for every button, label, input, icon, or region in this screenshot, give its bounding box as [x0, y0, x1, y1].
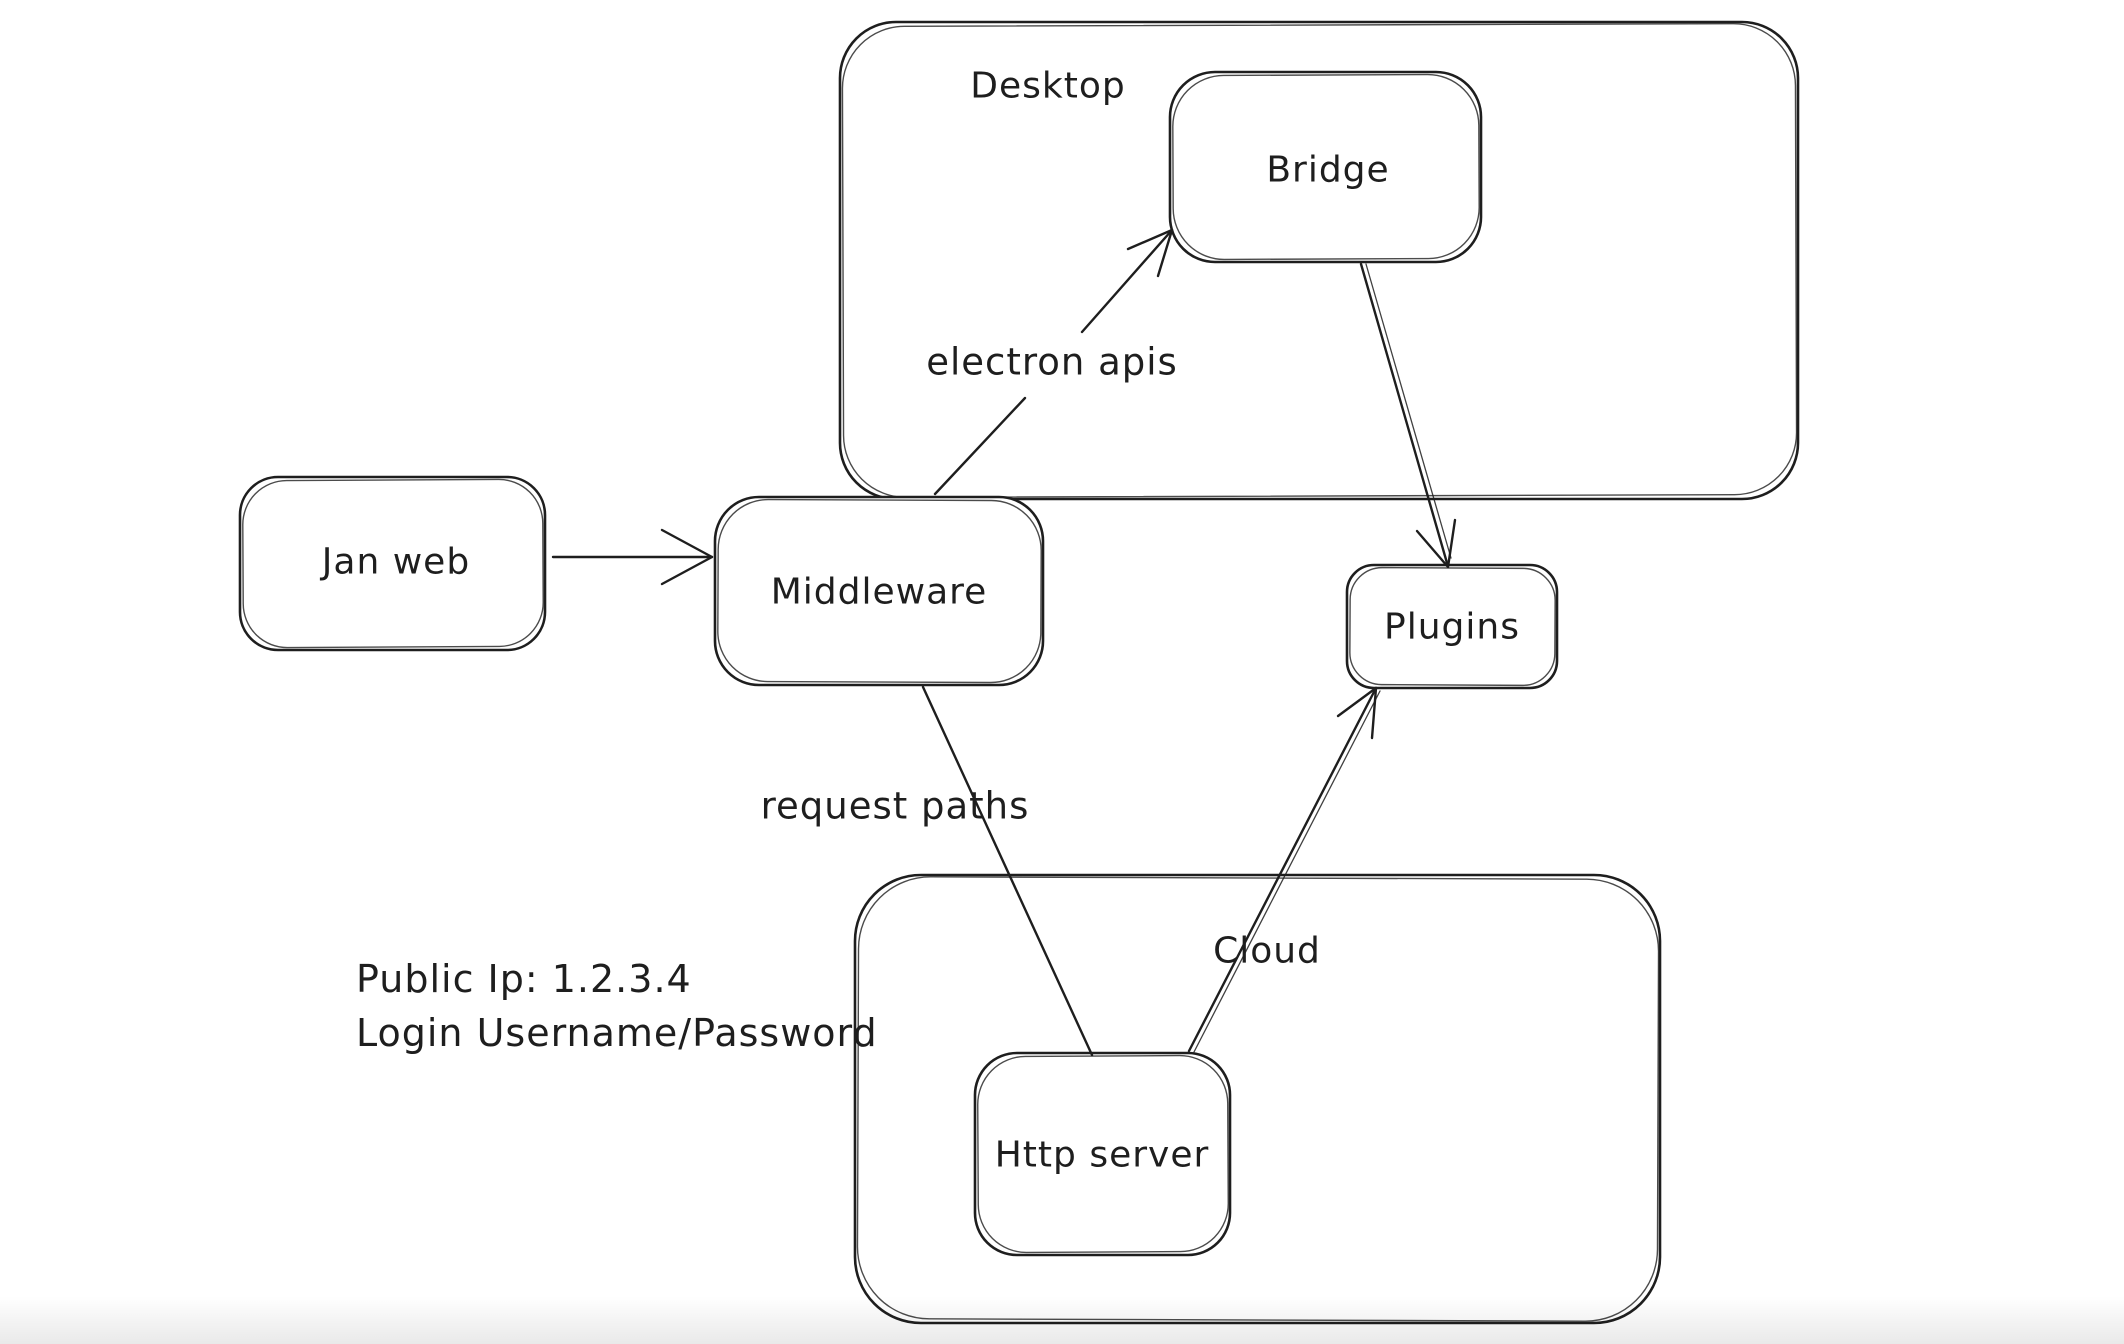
annotation-block[interactable]: Public Ip: 1.2.3.4 Login Username/Passwo… — [356, 952, 878, 1060]
http-server-outline[interactable] — [973, 1051, 1232, 1257]
cloud-container-outline-sketch — [856, 876, 1660, 1322]
edge-request-paths-line[interactable] — [921, 685, 1094, 1057]
arrowhead-into-plugins-bottom — [1336, 686, 1378, 740]
electron-apis-edge-label[interactable]: electron apis — [926, 340, 1178, 384]
edge-jan-web-to-middleware[interactable] — [551, 528, 714, 586]
edge-middleware-to-bridge[interactable] — [933, 228, 1174, 496]
cloud-container-label[interactable]: Cloud — [1213, 930, 1321, 972]
plugins-outline-sketch — [1349, 566, 1556, 687]
cloud-container-outline[interactable] — [853, 873, 1662, 1325]
node-plugins[interactable] — [1345, 563, 1559, 690]
middleware-outline[interactable] — [713, 495, 1045, 687]
edge-middleware-to-http-server[interactable] — [921, 685, 1094, 1057]
middleware-outline-sketch — [717, 498, 1042, 684]
arrowhead-into-plugins-top — [1415, 518, 1457, 569]
request-paths-edge-label[interactable]: request paths — [760, 784, 1030, 828]
annotation-public-ip[interactable]: Public Ip: 1.2.3.4 — [356, 957, 692, 1001]
jan-web-outline[interactable] — [238, 475, 547, 652]
edge-bridge-plugins-line-sketch — [1365, 263, 1452, 559]
jan-web-node-label[interactable]: Jan web — [321, 541, 471, 583]
node-http-server[interactable] — [973, 1051, 1232, 1257]
http-server-outline-sketch — [977, 1054, 1229, 1254]
middleware-node-label[interactable]: Middleware — [770, 571, 988, 613]
node-bridge[interactable] — [1168, 70, 1483, 264]
desktop-container-outline-sketch — [841, 22, 1798, 498]
container-desktop[interactable] — [838, 20, 1800, 501]
bridge-node-label[interactable]: Bridge — [1266, 149, 1390, 191]
jan-web-outline-sketch — [242, 478, 544, 649]
edge-electron-apis-segment-lower[interactable] — [933, 396, 1027, 496]
node-middleware[interactable] — [713, 495, 1045, 687]
desktop-container-label[interactable]: Desktop — [970, 65, 1126, 107]
arrowhead-into-bridge — [1126, 228, 1174, 278]
container-cloud[interactable] — [853, 873, 1662, 1325]
plugins-outline[interactable] — [1345, 563, 1559, 690]
edge-bridge-plugins-line[interactable] — [1359, 262, 1449, 565]
http-server-node-label[interactable]: Http server — [994, 1134, 1210, 1176]
node-jan-web[interactable] — [238, 475, 547, 652]
edge-http-plugins-line-sketch — [1193, 690, 1381, 1053]
edge-electron-apis-segment-upper[interactable] — [1080, 228, 1174, 334]
desktop-container-outline[interactable] — [838, 20, 1800, 501]
arrowhead-into-middleware — [660, 528, 714, 586]
bridge-outline[interactable] — [1168, 70, 1483, 264]
edge-http-plugins-line[interactable] — [1187, 686, 1378, 1053]
edge-http-server-to-plugins[interactable] — [1187, 686, 1381, 1053]
annotation-login[interactable]: Login Username/Password — [356, 1011, 878, 1055]
plugins-node-label[interactable]: Plugins — [1384, 606, 1520, 648]
bridge-outline-sketch — [1172, 73, 1480, 261]
edge-bridge-to-plugins[interactable] — [1359, 262, 1457, 569]
